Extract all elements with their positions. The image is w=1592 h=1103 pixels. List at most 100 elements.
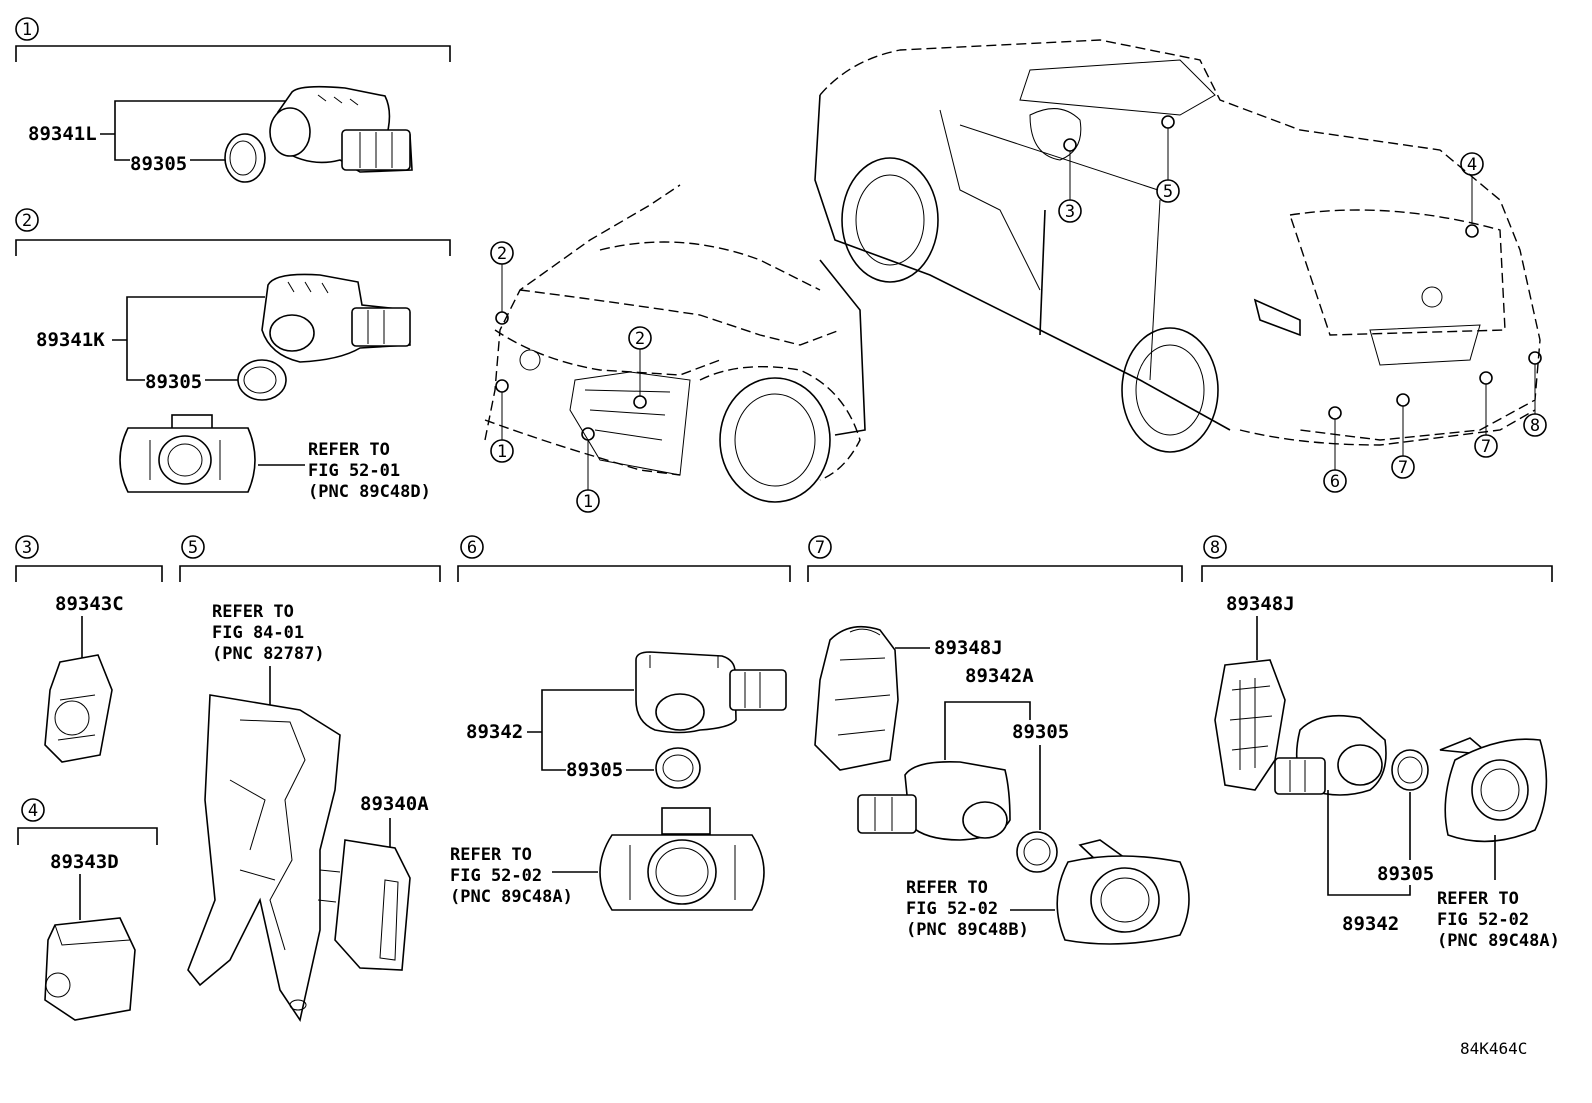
section-4-badge (21, 798, 45, 822)
callout-5[interactable] (1156, 179, 1180, 203)
section-8-badge (1203, 535, 1227, 559)
section-3: 3 89343C (15, 535, 163, 763)
refer-s7-line2[interactable]: FIG 52-02 (906, 899, 998, 919)
refer-s8-line2[interactable]: FIG 52-02 (1437, 910, 1529, 930)
section-4-bracket (17, 827, 158, 845)
sensor-dot-3 (1063, 138, 1077, 152)
ring-89305-image-s8[interactable] (1391, 749, 1429, 791)
section-1: 1 89341L 89305 (15, 17, 451, 183)
refer-s2-line1: REFER TO (308, 440, 390, 460)
refer-s8-line1: REFER TO (1437, 889, 1519, 909)
callout-6[interactable] (1323, 469, 1347, 493)
ring-89305-image-s2[interactable] (237, 359, 287, 401)
callout-1-front-center-text: 1 (583, 492, 593, 512)
callout-7-right[interactable] (1474, 434, 1498, 458)
refer-s5-line3: (PNC 82787) (212, 644, 325, 664)
sensor-89342-image-s6[interactable] (635, 651, 787, 734)
ring-89305-image-s7[interactable] (1016, 831, 1058, 873)
sensor-89342A-image[interactable] (857, 760, 1011, 841)
callout-8-text: 8 (1530, 416, 1540, 436)
section-1-badge (15, 17, 39, 41)
part-89341K-label[interactable]: 89341K (36, 329, 105, 351)
section-1-bracket (15, 45, 451, 62)
section-2: 2 89341K 89305 REFER TO FIG 52-01 (PNC 8… (15, 208, 451, 502)
section-7-bracket (807, 565, 1183, 582)
vehicle-front-view (484, 184, 866, 503)
part-89341L-label[interactable]: 89341L (28, 123, 97, 145)
callout-7-center[interactable] (1391, 455, 1415, 479)
refer-s5-line2[interactable]: FIG 84-01 (212, 623, 304, 643)
section-7-number: 7 (815, 538, 825, 558)
callout-1-front-center[interactable] (576, 489, 600, 513)
sensor-89341K-image[interactable] (261, 273, 411, 363)
sensor-dot-2a (495, 311, 509, 325)
sensor-dot-7a (1396, 393, 1410, 407)
sensor-89341L-image[interactable] (269, 85, 413, 173)
sensor-dot-7b (1479, 371, 1493, 385)
sensor-89342-image-s8[interactable] (1274, 714, 1387, 796)
section-1-number: 1 (22, 20, 32, 40)
refer-s5-line1: REFER TO (212, 602, 294, 622)
callout-1-front-left-text: 1 (497, 442, 507, 462)
part-89340A-label[interactable]: 89340A (360, 793, 429, 815)
section-6: 6 89342 89305 REFER TO FIG 52-02 (PNC 89… (450, 535, 791, 911)
section-6-bracket (457, 565, 791, 582)
part-89348J-label-s7[interactable]: 89348J (934, 637, 1003, 659)
bezel-89C48A-image-s8[interactable] (1439, 737, 1548, 843)
sensor-89343D-image[interactable] (44, 917, 136, 1021)
bezel-89C48A-image-s6[interactable] (599, 807, 765, 911)
bracket-89348J-image-s8[interactable] (1214, 659, 1286, 791)
refer-s2-line2[interactable]: FIG 52-01 (308, 461, 400, 481)
refer-s6-line2[interactable]: FIG 52-02 (450, 866, 542, 886)
section-8-number: 8 (1210, 538, 1220, 558)
part-89305-label-s2[interactable]: 89305 (145, 371, 202, 393)
part-89348J-label-s8[interactable]: 89348J (1226, 593, 1295, 615)
section-5-badge (181, 535, 205, 559)
bracket-89348J-image-s7[interactable] (814, 625, 899, 771)
leader-lines-s2 (112, 296, 265, 381)
refer-s6-line1: REFER TO (450, 845, 532, 865)
sensor-89343C-image[interactable] (44, 654, 113, 763)
sensor-dot-5 (1161, 115, 1175, 129)
callout-7-center-text: 7 (1398, 458, 1408, 478)
instrument-panel-bracket-image[interactable] (187, 694, 341, 1023)
section-4: 4 89343D (17, 798, 158, 1021)
ring-89305-image-s6[interactable] (655, 747, 701, 789)
diagram-id: 84K464C (1460, 1039, 1527, 1058)
section-5: 5 REFER TO FIG 84-01 (PNC 82787) 89340A (179, 535, 441, 1023)
part-89342-label-s6[interactable]: 89342 (466, 721, 523, 743)
module-89340A-image[interactable] (317, 839, 411, 971)
section-7-badge (808, 535, 832, 559)
vehicle-rear-view (814, 39, 1541, 453)
bezel-89C48D-image[interactable] (119, 414, 256, 493)
refer-s8-line3: (PNC 89C48A) (1437, 931, 1560, 951)
section-3-number: 3 (22, 538, 32, 558)
leader-s7-b (944, 701, 1041, 830)
section-2-number: 2 (22, 211, 32, 231)
callout-1-front-left[interactable] (490, 439, 514, 463)
refer-s2-line3: (PNC 89C48D) (308, 482, 431, 502)
part-89342A-label[interactable]: 89342A (965, 665, 1034, 687)
part-89343C-label[interactable]: 89343C (55, 593, 124, 615)
sensor-dot-6 (1328, 406, 1342, 420)
part-89305-label-s8[interactable]: 89305 (1377, 863, 1434, 885)
callout-7-right-text: 7 (1481, 437, 1491, 457)
part-89305-label-s1[interactable]: 89305 (130, 153, 187, 175)
section-8-bracket (1201, 565, 1553, 582)
part-89343D-label[interactable]: 89343D (50, 851, 119, 873)
refer-s6-line3: (PNC 89C48A) (450, 887, 573, 907)
callout-3[interactable] (1058, 199, 1082, 223)
callout-2-front-middle-text: 2 (635, 329, 645, 349)
bezel-89C48B-image[interactable] (1056, 839, 1190, 945)
part-89342-label-s8[interactable]: 89342 (1342, 913, 1399, 935)
ring-89305-image-s1[interactable] (224, 133, 266, 183)
callout-5-text: 5 (1163, 182, 1173, 202)
section-5-number: 5 (188, 538, 198, 558)
section-7: 7 89348J 89342A 89305 REFER TO (807, 535, 1190, 945)
section-2-badge (15, 208, 39, 232)
part-89305-label-s7[interactable]: 89305 (1012, 721, 1069, 743)
part-89305-label-s6[interactable]: 89305 (566, 759, 623, 781)
callout-8[interactable] (1523, 413, 1547, 437)
section-6-number: 6 (467, 538, 477, 558)
sensor-dot-1b (581, 427, 595, 441)
